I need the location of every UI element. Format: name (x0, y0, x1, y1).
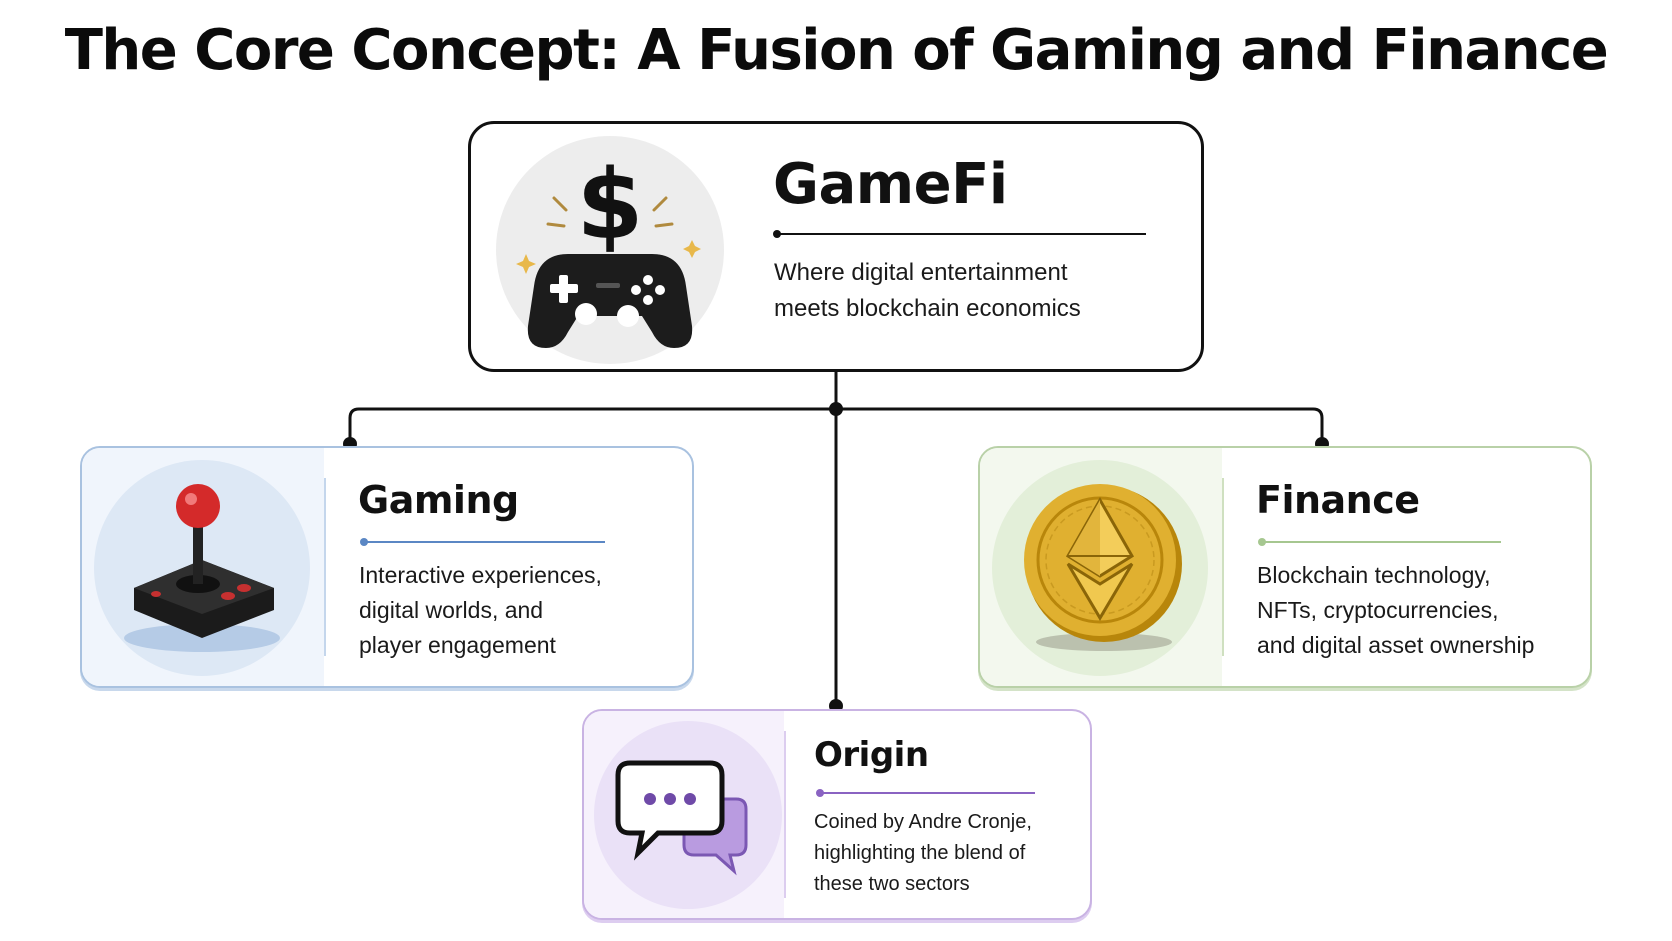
ethereum-coin-icon (1024, 484, 1182, 651)
gaming-card: Gaming Interactive experiences, digital … (80, 446, 694, 688)
gamefi-description: Where digital entertainment meets blockc… (774, 255, 1081, 327)
joystick-icon (124, 484, 280, 652)
origin-desc-line-1: Coined by Andre Cronje, (814, 811, 1032, 833)
gaming-divider (324, 478, 326, 656)
finance-desc-line-3: and digital asset ownership (1257, 632, 1535, 658)
finance-rule (1258, 538, 1501, 546)
gamefi-heading: GameFi (773, 152, 1008, 217)
finance-card: Finance Blockchain technology, NFTs, cry… (978, 446, 1592, 688)
gaming-desc-line-3: player engagement (359, 632, 556, 658)
finance-description: Blockchain technology, NFTs, cryptocurre… (1257, 558, 1534, 663)
origin-divider (784, 731, 786, 898)
finance-divider (1222, 478, 1224, 656)
gaming-desc-line-1: Interactive experiences, (359, 562, 602, 588)
gamefi-desc-line-1: Where digital entertainment (774, 259, 1068, 286)
finance-heading: Finance (1256, 478, 1420, 522)
connector-junction (829, 402, 843, 416)
page-title: The Core Concept: A Fusion of Gaming and… (64, 18, 1609, 83)
origin-desc-line-3: these two sectors (814, 873, 970, 895)
gaming-description: Interactive experiences, digital worlds,… (359, 558, 602, 663)
origin-desc-line-2: highlighting the blend of (814, 842, 1026, 864)
svg-text:$: $ (577, 149, 644, 261)
origin-heading: Origin (814, 735, 929, 775)
gaming-desc-line-2: digital worlds, and (359, 597, 544, 623)
origin-rule (816, 789, 1035, 797)
finance-desc-line-1: Blockchain technology, (1257, 562, 1491, 588)
gaming-rule (360, 538, 605, 546)
gamefi-card: $ GameFi Where digital entertainment mee… (468, 121, 1204, 372)
gaming-heading: Gaming (358, 478, 519, 522)
gamepad-dollar-icon: $ (516, 149, 701, 348)
gamefi-desc-line-2: meets blockchain economics (774, 295, 1081, 322)
origin-card: Origin Coined by Andre Cronje, highlight… (582, 709, 1092, 920)
origin-description: Coined by Andre Cronje, highlighting the… (814, 807, 1032, 900)
chat-bubbles-icon (615, 760, 748, 876)
finance-desc-line-2: NFTs, cryptocurrencies, (1257, 597, 1499, 623)
gamefi-rule (773, 230, 1146, 238)
